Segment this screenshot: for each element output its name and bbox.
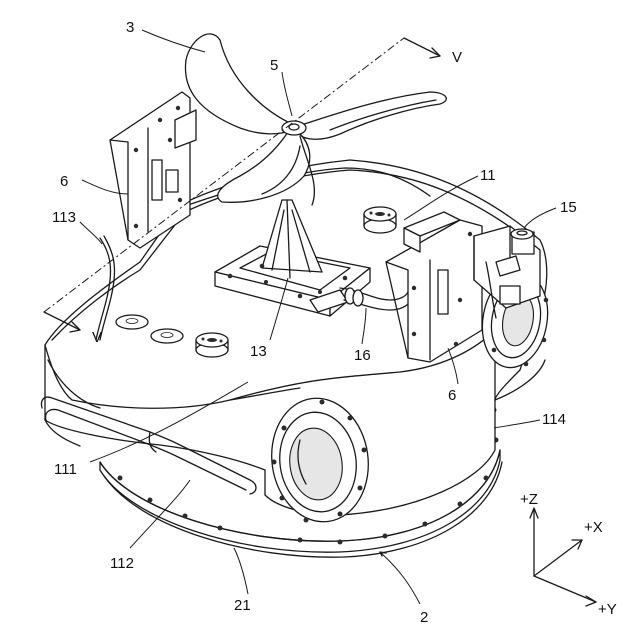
- label-113: 113: [52, 209, 76, 226]
- label-v-bottom: V: [92, 329, 102, 346]
- label-16: 16: [354, 347, 371, 364]
- label-21: 21: [234, 597, 251, 614]
- axis-x-label: +X: [584, 519, 603, 536]
- deck-knob-left: [196, 333, 228, 357]
- axis-triad: +Z +X +Y: [520, 491, 617, 618]
- label-15: 15: [560, 199, 577, 216]
- axis-y-label: +Y: [598, 601, 617, 618]
- label-v-top: V: [452, 49, 462, 66]
- label-6-right: 6: [448, 387, 456, 404]
- label-11: 11: [480, 167, 496, 184]
- label-114: 114: [542, 411, 566, 428]
- label-111: 111: [54, 461, 77, 478]
- label-3: 3: [126, 19, 134, 36]
- label-13: 13: [250, 343, 267, 360]
- label-5: 5: [270, 57, 278, 74]
- label-2: 2: [420, 609, 428, 626]
- label-112: 112: [110, 555, 134, 572]
- axis-z-label: +Z: [520, 491, 538, 508]
- label-6-left: 6: [60, 173, 68, 190]
